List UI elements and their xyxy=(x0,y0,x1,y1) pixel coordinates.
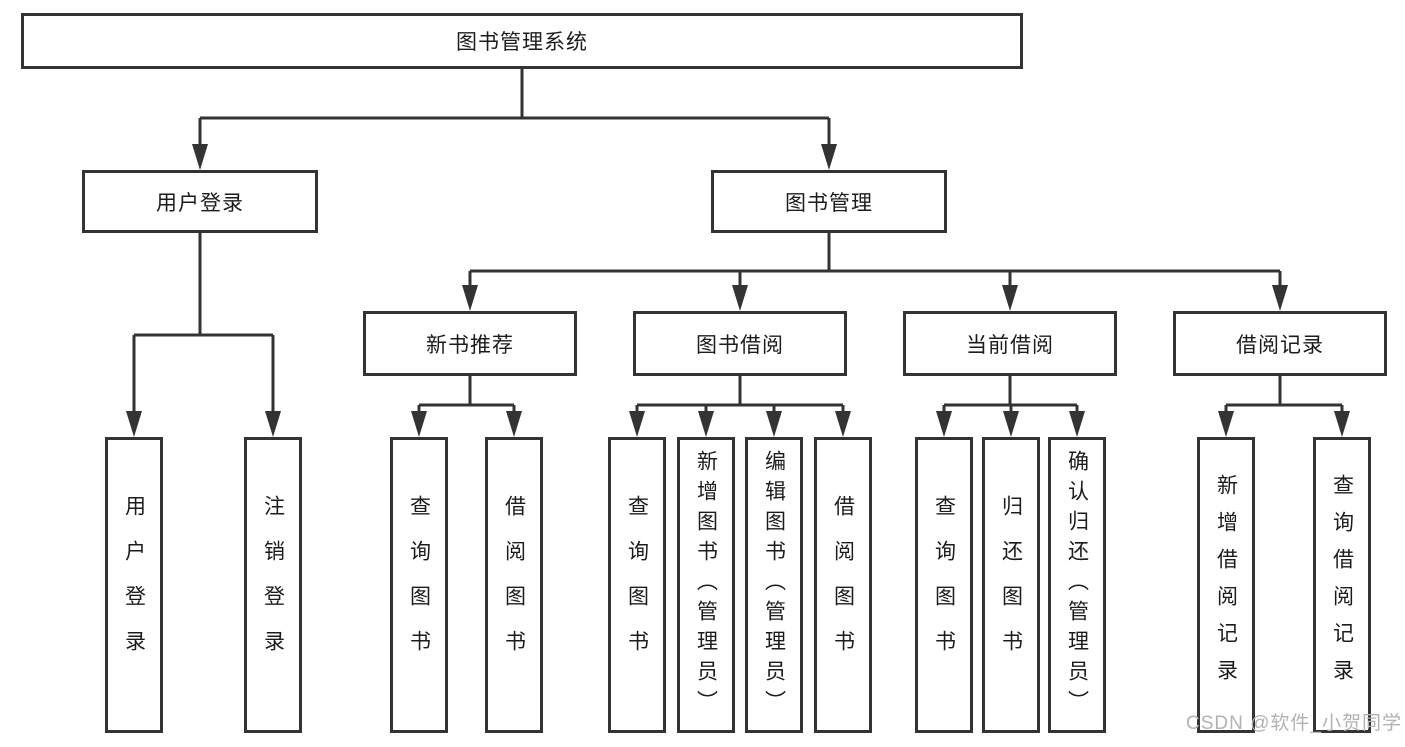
node-user-login: 用户登录 xyxy=(105,437,163,733)
node-library-management-system: 图书管理系统 xyxy=(21,13,1023,69)
node-query-books-recommend: 查询图书 xyxy=(390,437,448,733)
edge-book-management-to-level3 xyxy=(462,233,1288,311)
edge-book-borrow-to-leaves xyxy=(629,376,851,437)
node-book-borrow: 图书借阅 xyxy=(633,311,847,376)
node-edit-book-admin: 编辑图书（管理员） xyxy=(745,437,803,733)
node-borrow-books-recommend: 借阅图书 xyxy=(485,437,543,733)
node-logout: 注销登录 xyxy=(244,437,302,733)
node-new-book-recommend: 新书推荐 xyxy=(363,311,577,376)
node-add-borrow-record: 新增借阅记录 xyxy=(1197,437,1255,733)
node-borrow-records: 借阅记录 xyxy=(1173,311,1387,376)
node-confirm-return-admin: 确认归还（管理员） xyxy=(1048,437,1106,733)
node-return-book: 归还图书 xyxy=(982,437,1040,733)
node-book-management: 图书管理 xyxy=(711,170,947,233)
node-borrow-books: 借阅图书 xyxy=(814,437,872,733)
node-current-borrow: 当前借阅 xyxy=(903,311,1117,376)
watermark: CSDN @软件_小贺同学 xyxy=(1186,713,1402,734)
edge-user-login-to-leaves xyxy=(126,233,281,437)
node-query-borrow-record: 查询借阅记录 xyxy=(1313,437,1371,733)
node-add-book-admin: 新增图书（管理员） xyxy=(677,437,735,733)
edge-root-to-level2 xyxy=(192,69,837,170)
node-user-login-branch: 用户登录 xyxy=(82,170,318,233)
node-query-books-current: 查询图书 xyxy=(915,437,973,733)
edge-current-borrow-to-leaves xyxy=(936,376,1085,437)
edge-new-book-recommend-to-leaves xyxy=(411,376,522,437)
edge-borrow-records-to-leaves xyxy=(1218,376,1350,437)
node-query-books-borrow: 查询图书 xyxy=(608,437,666,733)
